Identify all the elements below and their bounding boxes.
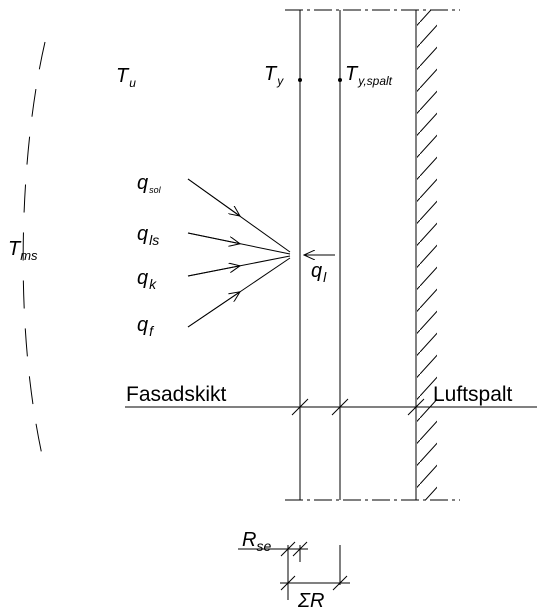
label-t-y: Ty: [264, 63, 284, 88]
label-t-u: Tu: [116, 65, 136, 90]
sum-r-slash-left: [280, 575, 296, 591]
label-q-ls: qls: [137, 223, 159, 248]
point-t-y: [298, 78, 302, 82]
label-q-f: qf: [137, 314, 155, 339]
sum-r-slash-right: [332, 575, 348, 591]
section-slash-outer: [291, 398, 309, 416]
label-q-sol: qsol: [137, 172, 162, 195]
q-sol-arrow-head: [187, 178, 240, 216]
heat-flow-arrows: [187, 178, 335, 328]
label-r-se: Rse: [242, 529, 271, 554]
r-se-slash-left: [280, 541, 296, 557]
label-q-k: qk: [137, 267, 157, 292]
q-ls-arrow-head: [187, 232, 240, 244]
ambient-dashed-arc: [22, 41, 46, 469]
dimension-lines: [238, 541, 350, 600]
label-luftspalt: Luftspalt: [433, 383, 513, 406]
point-t-y-spalt: [338, 78, 342, 82]
section-slash-wall: [407, 398, 425, 416]
r-se-slash-right: [292, 541, 308, 557]
wall-hatching: [417, 10, 437, 500]
label-sum-r: ΣR: [297, 590, 324, 607]
label-q-l: ql: [311, 260, 327, 285]
label-t-y-spalt: Ty,spalt: [345, 63, 393, 88]
label-fasadskikt: Fasadskikt: [126, 383, 227, 406]
q-k-arrow-head: [187, 266, 240, 277]
q-f-arrow-head: [187, 292, 240, 328]
label-t-ms: Tms: [8, 238, 38, 263]
section-line: [125, 375, 537, 425]
section-slash-inner: [331, 398, 349, 416]
